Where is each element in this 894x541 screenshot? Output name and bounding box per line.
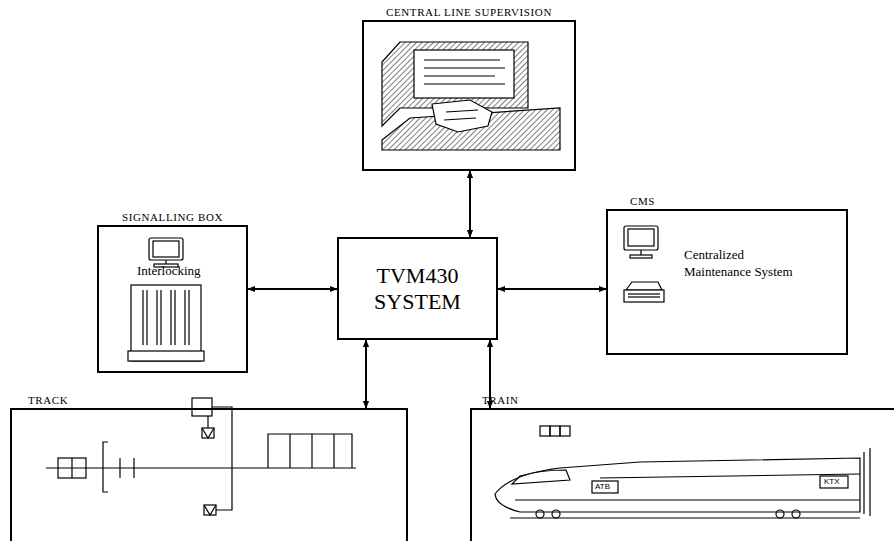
interlocking-computer bbox=[128, 238, 204, 361]
data-link-arrow bbox=[248, 288, 337, 290]
box-heading: SIGNALLING BOX bbox=[122, 211, 223, 223]
maintenance-terminal bbox=[624, 226, 664, 302]
supervision-box: CENTRAL LINE SUPERVISION bbox=[362, 20, 576, 171]
track-box: TRACK bbox=[10, 408, 408, 541]
console-drawing bbox=[382, 42, 560, 150]
track-layout bbox=[46, 398, 356, 515]
ktx-train bbox=[495, 426, 870, 518]
tvm430-box: TVM430 SYSTEM bbox=[337, 237, 498, 340]
box-label: Interlocking bbox=[137, 263, 201, 280]
box-heading: CMS bbox=[630, 195, 655, 207]
box-heading: TRACK bbox=[28, 394, 68, 406]
data-link-arrow bbox=[498, 288, 606, 290]
box-heading: TRAIN bbox=[482, 394, 519, 406]
data-link-arrow bbox=[365, 340, 367, 408]
atb-label: ATB bbox=[594, 482, 611, 491]
data-link-arrow bbox=[469, 171, 471, 237]
box-label: Centralized Maintenance System bbox=[684, 247, 814, 281]
box-heading: CENTRAL LINE SUPERVISION bbox=[386, 6, 552, 18]
ktx-label: KTX bbox=[823, 477, 841, 486]
cms-box: CMSCentralized Maintenance System bbox=[606, 209, 848, 355]
box-label: TVM430 SYSTEM bbox=[358, 263, 478, 314]
signalling-box: SIGNALLING BOXInterlocking bbox=[97, 225, 248, 373]
train-box: TRAIN bbox=[470, 408, 894, 541]
